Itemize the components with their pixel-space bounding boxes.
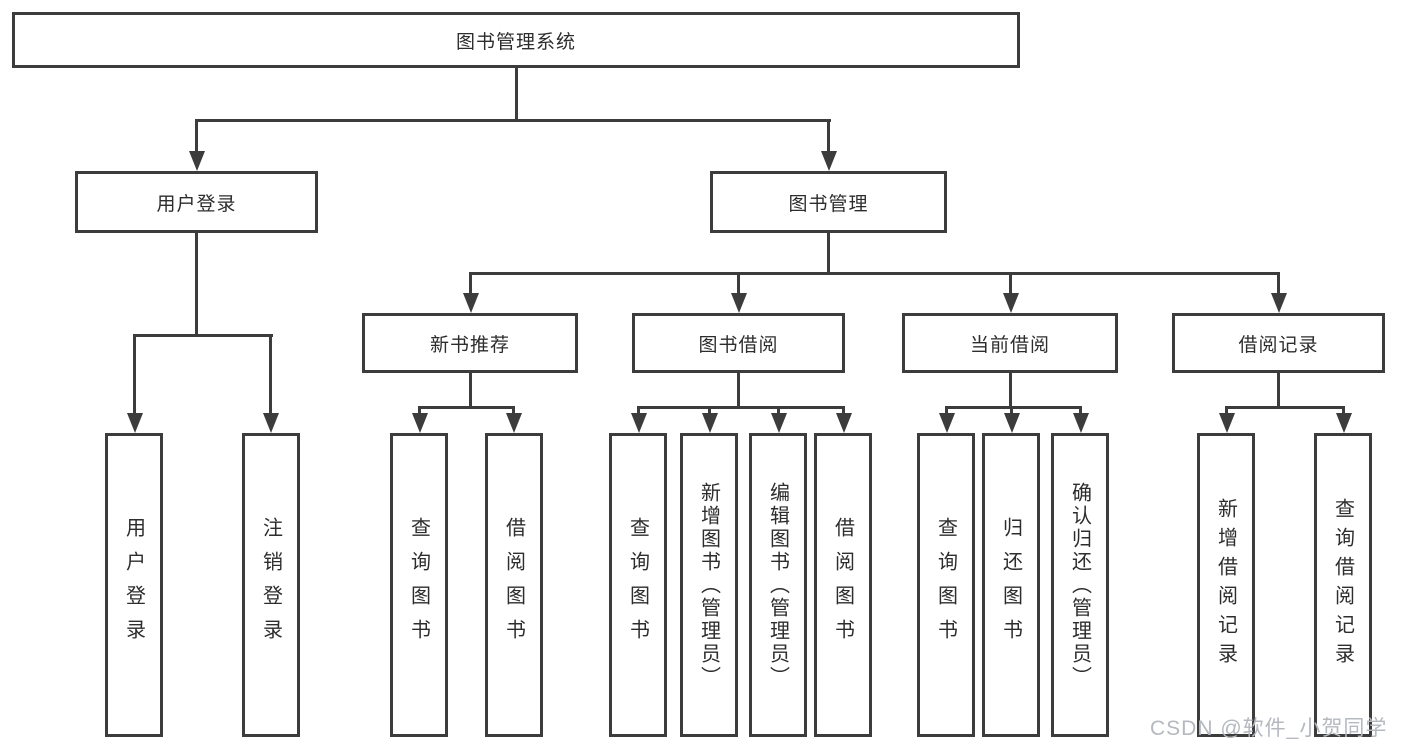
- connector-line: [827, 233, 830, 274]
- csdn-watermark: CSDN @软件_小贺同学: [1150, 717, 1388, 740]
- arrowhead-icon: [731, 293, 747, 313]
- leaf-borrow-book-2: 借阅图书: [814, 433, 872, 737]
- connector-line: [195, 233, 198, 336]
- connector-line: [708, 406, 711, 416]
- leaf-query-book-3: 查询图书: [917, 433, 975, 737]
- leaf-logout: 注销登录: [242, 433, 300, 737]
- arrowhead-icon: [1003, 293, 1019, 313]
- leaf-add-borrow-record: 新增借阅记录: [1197, 433, 1255, 737]
- leaf-query-book-1: 查询图书: [390, 433, 448, 737]
- connector-line: [1225, 406, 1228, 416]
- node-new-book-recommend: 新书推荐: [362, 313, 578, 373]
- node-current-borrow: 当前借阅: [902, 313, 1118, 373]
- connector-line: [737, 272, 740, 295]
- arrowhead-icon: [1004, 413, 1020, 433]
- arrowhead-icon: [631, 413, 647, 433]
- leaf-return-book: 归还图书: [982, 433, 1040, 737]
- arrowhead-icon: [263, 413, 279, 433]
- leaf-add-book-admin: 新增图书（管理员）: [680, 433, 738, 737]
- node-book-borrow: 图书借阅: [632, 313, 845, 373]
- arrowhead-icon: [702, 413, 718, 433]
- connector-line: [1342, 406, 1345, 416]
- connector-line: [195, 119, 831, 122]
- arrowhead-icon: [836, 413, 852, 433]
- connector-line: [637, 406, 845, 409]
- connector-line: [133, 334, 136, 415]
- node-book-management: 图书管理: [710, 171, 947, 233]
- connector-line: [1009, 272, 1012, 295]
- connector-line: [1225, 406, 1345, 409]
- arrowhead-icon: [463, 293, 479, 313]
- connector-line: [1079, 406, 1082, 416]
- connector-line: [269, 334, 272, 415]
- leaf-confirm-return-admin: 确认归还（管理员）: [1051, 433, 1109, 737]
- arrowhead-icon: [127, 413, 143, 433]
- arrowhead-icon: [189, 151, 205, 171]
- connector-line: [1277, 373, 1280, 408]
- connector-line: [195, 119, 198, 153]
- connector-line: [418, 406, 421, 416]
- leaf-edit-book-admin: 编辑图书（管理员）: [749, 433, 807, 737]
- arrowhead-icon: [771, 413, 787, 433]
- connector-line: [515, 68, 518, 121]
- arrowhead-icon: [1219, 413, 1235, 433]
- arrowhead-icon: [1073, 413, 1089, 433]
- connector-line: [469, 373, 472, 408]
- leaf-user-login: 用户登录: [105, 433, 163, 737]
- connector-line: [737, 373, 740, 408]
- arrowhead-icon: [1336, 413, 1352, 433]
- connector-line: [133, 334, 273, 337]
- leaf-query-borrow-record: 查询借阅记录: [1314, 433, 1372, 737]
- leaf-borrow-book-1: 借阅图书: [485, 433, 543, 737]
- arrowhead-icon: [939, 413, 955, 433]
- leaf-query-book-2: 查询图书: [609, 433, 667, 737]
- connector-line: [1009, 373, 1012, 408]
- connector-line: [777, 406, 780, 416]
- connector-line: [418, 406, 515, 409]
- connector-line: [1277, 272, 1280, 295]
- arrowhead-icon: [1271, 293, 1287, 313]
- arrowhead-icon: [412, 413, 428, 433]
- connector-line: [842, 406, 845, 416]
- node-root: 图书管理系统: [12, 12, 1020, 68]
- connector-line: [827, 119, 830, 153]
- connector-line: [637, 406, 640, 416]
- node-borrow-record: 借阅记录: [1172, 313, 1385, 373]
- connector-line: [945, 406, 1082, 409]
- arrowhead-icon: [506, 413, 522, 433]
- connector-line: [469, 272, 472, 295]
- connector-line: [1010, 406, 1013, 416]
- node-user-login: 用户登录: [75, 171, 318, 233]
- connector-line: [512, 406, 515, 416]
- connector-line: [469, 272, 1280, 275]
- connector-line: [945, 406, 948, 416]
- arrowhead-icon: [821, 151, 837, 171]
